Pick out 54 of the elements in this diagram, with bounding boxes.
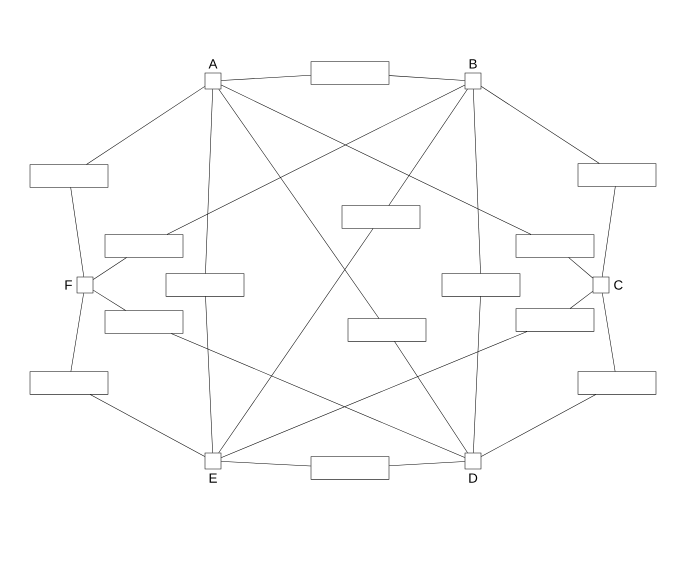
empty-box [516,308,594,332]
vertex-square: F [65,276,94,294]
line [218,228,374,453]
empty-box [578,371,656,395]
line [394,341,468,453]
empty-box [348,318,426,342]
line [93,290,126,311]
line [90,394,205,457]
vertex-square: E [204,452,222,483]
node-label: E [210,474,217,483]
line [166,84,465,235]
empty-box [104,310,184,334]
line [86,86,205,165]
node-label: A [208,59,218,68]
vertex-square: B [464,59,482,90]
line [171,333,465,458]
empty-box [166,273,244,297]
line [93,257,127,280]
line [205,296,213,453]
line [221,461,311,466]
line [481,394,596,457]
line [70,293,84,372]
empty-box [516,234,594,258]
line [602,293,616,372]
line [70,187,84,277]
line [568,257,593,278]
line [221,75,311,81]
line [602,186,616,277]
empty-box [310,456,390,480]
node-label: B [470,59,477,68]
empty-box [310,61,390,85]
empty-box [30,164,108,188]
empty-box [30,371,108,395]
line [221,331,528,458]
empty-box [578,163,656,187]
node-label: D [469,474,478,483]
line [205,89,213,274]
line [218,89,380,319]
node-label: C [614,280,623,290]
empty-box [342,205,420,229]
vertex-square: A [204,59,222,90]
empty-box [104,234,184,258]
vertex-square: C [592,276,623,294]
empty-box [442,273,520,297]
line [389,461,465,466]
line [388,89,468,206]
line [473,296,481,453]
line [570,291,593,309]
line [389,75,465,81]
node-label: F [65,280,72,290]
line [221,84,532,235]
vertex-square: D [464,452,482,483]
line [473,89,481,274]
line [481,86,600,164]
